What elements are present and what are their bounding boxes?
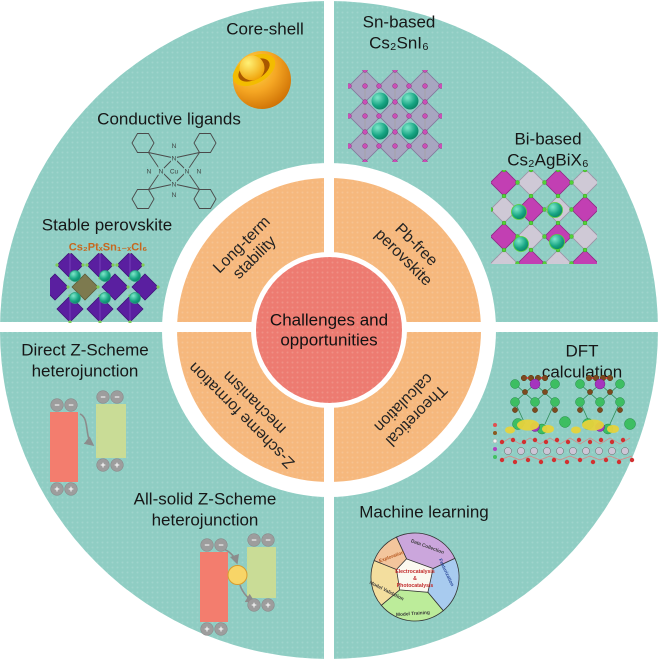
bi-based-label: Bi-based Cs₂AgBiX₆ (507, 129, 589, 169)
cs-cation-spheres (69, 270, 141, 304)
pie-center-line3: Photocatalysis (397, 583, 434, 589)
semiconductor-a-bar (50, 412, 78, 482)
electron-markers (200, 533, 275, 552)
core-shell-label: Core-shell (226, 19, 304, 39)
all-solid-z-scheme-diagram: − − − − + + + + (200, 533, 276, 636)
center-label-challenges: Challenges and opportunities (269, 310, 389, 349)
core-shell-nanoparticle-icon (232, 51, 291, 109)
o-lattice-atoms (499, 437, 635, 465)
svg-text:+: + (265, 600, 270, 610)
svg-text:+: + (204, 624, 209, 634)
direct-z-scheme-diagram: − − − − + + + + (50, 390, 126, 496)
svg-text:+: + (218, 624, 223, 634)
conductive-ligands-label: Conductive ligands (97, 109, 241, 129)
pie-sector-model-training (380, 576, 444, 622)
svg-text:N: N (159, 169, 164, 176)
pie-center-pentagon (396, 558, 434, 593)
svg-text:+: + (68, 484, 73, 494)
dft-slab-structure-icon (492, 374, 636, 465)
svg-text:−: − (265, 535, 270, 545)
molecule-cu-label: Cu (170, 169, 179, 176)
svg-text:N: N (197, 169, 202, 176)
hole-markers (200, 598, 275, 636)
cs2agbix6-crystal-icon (491, 170, 597, 264)
electron-mediator-ball (227, 565, 248, 585)
direct-z-scheme-label: Direct Z-Scheme heterojunction (21, 340, 149, 380)
svg-text:−: − (204, 540, 209, 550)
pie-sector-model-validation (370, 559, 416, 606)
machine-learning-workflow-pie: Data Collection Featurization Model Trai… (369, 532, 460, 622)
svg-text:N: N (172, 192, 177, 199)
cs-cation-spheres (371, 92, 419, 140)
svg-text:−: − (251, 535, 256, 545)
svg-text:N: N (172, 143, 177, 150)
electron-markers (50, 390, 124, 412)
dft-atom-legend (492, 423, 498, 459)
svg-text:N: N (185, 169, 190, 176)
svg-text:N: N (172, 156, 177, 163)
substrate-atoms (504, 447, 629, 455)
stable-perovskite-formula: Cs₂PtₓSn₁₋ₓCl₆ (68, 241, 148, 254)
svg-text:+: + (54, 484, 59, 494)
svg-text:−: − (218, 540, 223, 550)
hole-markers (50, 458, 124, 496)
svg-text:−: − (100, 392, 105, 402)
copper-phthalocyanine-molecule-icon: Cu N N N N N N N N (131, 133, 217, 209)
semiconductor-b-bar (96, 404, 126, 458)
pie-label-model-training: Model Training (396, 610, 430, 618)
pie-sector-featurization (414, 557, 460, 612)
pie-center-line1: Electrocatalysis (395, 569, 435, 575)
svg-text:+: + (251, 600, 256, 610)
cs-cation-spheres (511, 202, 565, 252)
svg-text:N: N (172, 182, 177, 189)
svg-text:−: − (54, 400, 59, 410)
o-atoms-top (526, 377, 608, 379)
ti-atoms (512, 374, 623, 413)
pie-center-line2: & (413, 576, 417, 582)
semiconductor-b-bar (247, 547, 276, 598)
svg-text:N: N (147, 169, 152, 176)
iodide-site-dots (348, 70, 442, 162)
svg-text:+: + (100, 460, 105, 470)
cs2sni6-crystal-icon (348, 70, 442, 162)
svg-text:+: + (114, 460, 119, 470)
electron-transfer-arrow (79, 413, 95, 446)
sn-based-label: Sn-based Cs₂SnI₆ (362, 12, 436, 52)
stable-perovskite-label: Stable perovskite (41, 215, 173, 235)
surface-bond-lines (499, 437, 633, 461)
all-solid-z-scheme-label: All-solid Z-Scheme heterojunction (133, 489, 277, 529)
svg-text:−: − (114, 392, 119, 402)
svg-text:−: − (68, 400, 73, 410)
machine-learning-label: Machine learning (359, 502, 489, 522)
stable-perovskite-crystal-icon (50, 253, 160, 323)
charge-density-blobs (505, 419, 619, 434)
semiconductor-a-bar (200, 552, 228, 622)
